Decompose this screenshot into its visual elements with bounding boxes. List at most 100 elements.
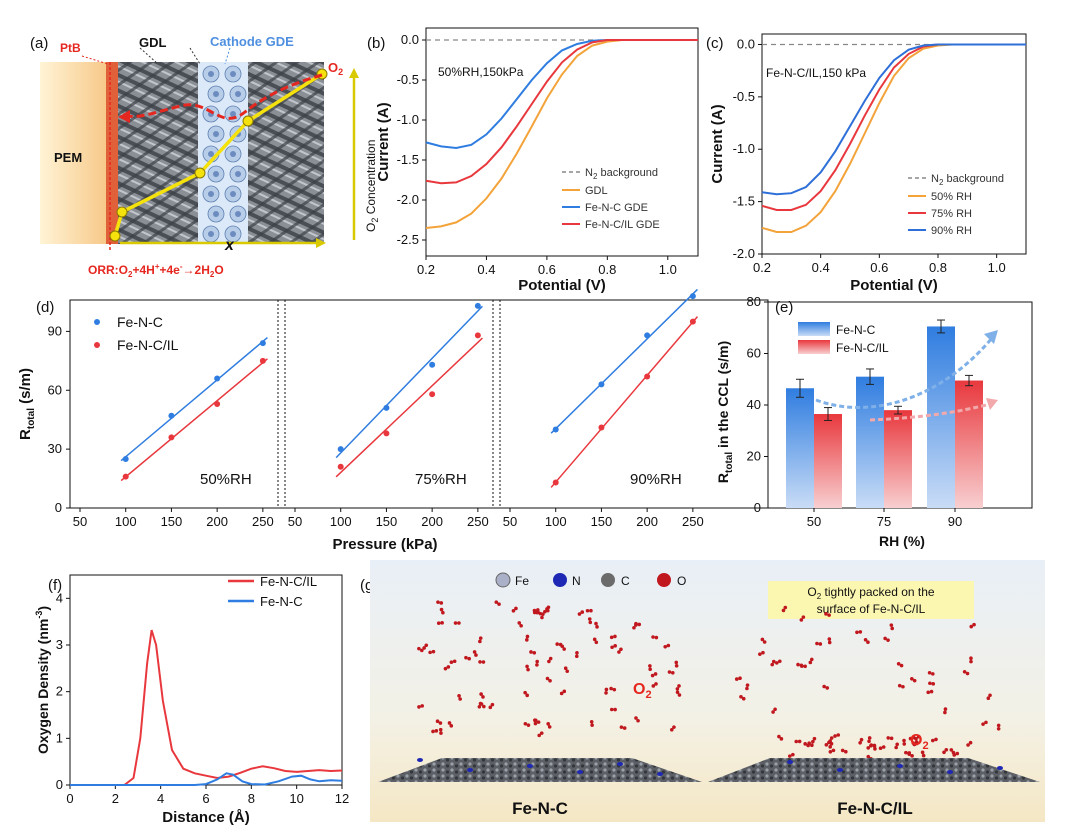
n-atom-icon <box>553 573 567 587</box>
oxygen-atom <box>517 621 522 625</box>
y-tick-label: 3 <box>56 637 63 652</box>
fit-line <box>335 337 483 478</box>
oxygen-atom <box>914 741 919 746</box>
oxygen-atom <box>420 648 424 653</box>
atom-legend: Fe N C O <box>495 572 686 588</box>
oxygen-atom <box>858 630 863 634</box>
oxygen-atom <box>674 663 679 668</box>
oxygen-atom <box>734 677 739 681</box>
nitrogen-site <box>577 770 583 774</box>
nitrogen-site <box>617 762 623 766</box>
oxygen-atom <box>773 707 777 712</box>
oxygen-atom <box>828 745 832 749</box>
oxygen-atom <box>807 741 811 746</box>
oxygen-atom <box>436 600 440 604</box>
trend-arrow-fe-n-c <box>815 337 994 409</box>
oxygen-atom <box>453 621 458 625</box>
oxygen-atom <box>651 635 655 639</box>
oxygen-atom <box>927 670 932 675</box>
oxygen-atom <box>981 722 985 726</box>
oxygen-atom <box>435 719 440 724</box>
oxygen-atom <box>745 686 749 691</box>
oxygen-atom <box>490 702 495 707</box>
oxygen-atom <box>464 655 468 660</box>
oxygen-atom <box>872 744 877 748</box>
annotation: Fe-N-C/IL,150 kPa <box>766 66 866 80</box>
plot-frame <box>761 33 1027 255</box>
oxygen-atom <box>594 621 598 626</box>
oxygen-atom <box>962 669 967 674</box>
panel-f-letter: (f) <box>48 577 62 594</box>
data-point <box>259 357 266 364</box>
oxygen-atom <box>825 686 830 690</box>
oxygen-atom <box>610 645 614 650</box>
oxygen-atom <box>943 707 948 711</box>
oxygen-atom <box>833 734 837 738</box>
oxygen-atom <box>548 656 553 661</box>
y-tick-label: -2.0 <box>397 192 419 207</box>
oxygen-atom <box>555 642 560 646</box>
nitrogen-sites <box>417 758 1003 776</box>
rh-group-label: 90%RH <box>630 471 682 488</box>
y-tick-label: 1 <box>56 730 63 745</box>
oxygen-atom <box>741 696 746 701</box>
y-tick-label: -0.5 <box>733 89 755 104</box>
oxygen-atom <box>770 662 775 667</box>
y-tick-label: 30 <box>48 441 62 456</box>
oxygen-atom <box>481 695 485 699</box>
oxygen-atom <box>996 723 1001 728</box>
x-tick-label: 250 <box>682 514 704 529</box>
callout-box <box>768 581 974 619</box>
y-tick-label: -1.5 <box>397 152 419 167</box>
oxygen-atom <box>446 665 451 669</box>
oxygen-atom <box>858 741 862 745</box>
oxygen-atom <box>612 687 617 692</box>
oxygen-atom <box>533 718 537 722</box>
oxygen-atom <box>926 690 931 695</box>
data-point <box>689 318 696 325</box>
nitrogen-site <box>897 764 903 768</box>
oxygen-atom <box>595 625 599 629</box>
oxygen-atom <box>904 750 908 755</box>
oxygen-atom <box>745 683 750 687</box>
oxygen-atom <box>636 718 640 723</box>
oxygen-atom <box>791 752 795 757</box>
oxygen-atom <box>799 663 804 668</box>
oxygen-atom <box>532 608 537 613</box>
oxygen-atom <box>525 664 529 669</box>
oxygen-atom <box>774 661 779 665</box>
series-line-90-rh <box>761 43 1026 196</box>
oxygen-atom <box>873 747 877 751</box>
oxygen-atom <box>536 720 541 724</box>
oxygen-atom <box>869 743 874 747</box>
oxygen-atom <box>637 622 642 627</box>
data-point <box>383 430 390 437</box>
oxygen-atom <box>482 704 486 709</box>
legend-label: Fe-N-C GDE <box>585 202 648 214</box>
data-point <box>552 479 559 486</box>
nitrogen-site <box>527 764 533 768</box>
oxygen-atom <box>478 639 482 644</box>
oxygen-atom <box>440 621 444 625</box>
x-tick-label: 0.8 <box>598 262 616 277</box>
oxygen-atom <box>667 670 672 674</box>
oxygen-atom <box>779 737 784 741</box>
catalyst-core <box>235 211 241 217</box>
y-tick-label: 90 <box>48 323 62 338</box>
oxygen-atom <box>558 642 563 647</box>
oxygen-atom <box>670 670 675 675</box>
bar <box>927 326 955 508</box>
oxygen-atom <box>867 736 872 740</box>
x-tick-label: 0.6 <box>538 262 556 277</box>
oxygen-atom <box>859 737 864 742</box>
oxygen-atom <box>422 646 426 650</box>
catalyst-core <box>235 171 241 177</box>
oxygen-atom <box>562 689 567 694</box>
oxygen-atom <box>914 736 918 741</box>
oxygen-atom <box>827 637 832 641</box>
catalyst-core <box>208 231 214 237</box>
oxygen-atom <box>827 740 831 745</box>
oxygen-atom <box>537 733 541 738</box>
oxygen-atom <box>866 640 870 644</box>
